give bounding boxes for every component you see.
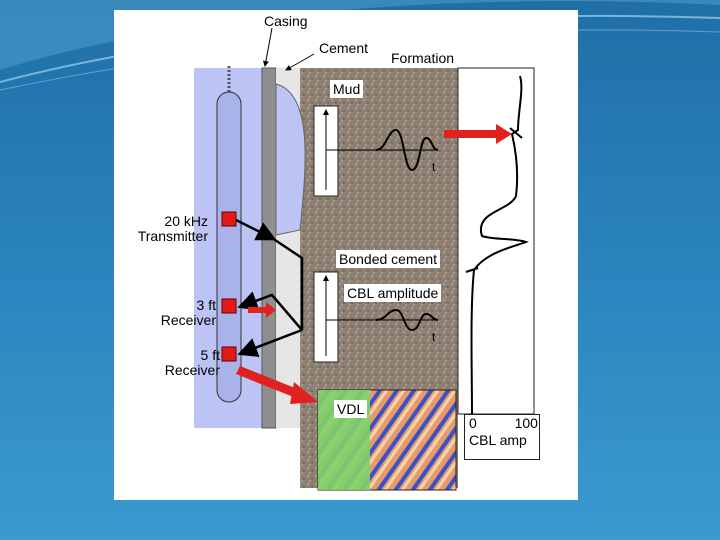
logging-tool — [216, 91, 242, 403]
cbl-tick-lower — [465, 267, 479, 273]
vdl-label: VDL — [334, 400, 368, 418]
cbl-tick-upper — [509, 127, 523, 139]
cbl-amplitude-label: CBL amplitude — [344, 284, 442, 302]
receiver-5ft-name: Receiver — [164, 362, 220, 378]
mud-channel — [275, 83, 306, 236]
transmitter-frequency: 20 kHz — [164, 213, 208, 229]
diagram-panel: Casing Cement Formation 20 kHz Transmitt… — [114, 10, 578, 500]
ray-path-transmitter — [235, 218, 277, 241]
ray-path-3ft — [237, 291, 303, 331]
cbl-scale-range: 0 100 — [465, 415, 539, 432]
cbl-waveform — [375, 308, 439, 332]
mud-waveform — [375, 128, 439, 172]
mud-time-axis-label: t — [432, 160, 436, 174]
cement-bond-log-diagram — [194, 27, 535, 491]
receiver-3ft-distance: 3 ft — [196, 297, 216, 313]
receiver-5ft-label: 5 ft Receiver — [148, 348, 220, 378]
receiver-3ft-name: Receiver — [160, 312, 216, 328]
cbl-amplitude-curve — [470, 75, 529, 415]
casing-wall — [261, 67, 277, 429]
red-arrow-3ft — [248, 302, 276, 318]
red-arrow-5ft — [236, 366, 318, 404]
formation-label: Formation — [391, 50, 455, 66]
ray-path-5ft — [237, 328, 303, 357]
red-arrow-mud — [444, 124, 512, 144]
ray-path-casing — [271, 236, 304, 330]
transmitter-transducer — [221, 211, 237, 227]
transmitter-label: 20 kHz Transmitter — [128, 214, 208, 244]
cement-pointer — [285, 53, 315, 71]
cbl-scale-title: CBL amp — [469, 432, 527, 448]
receiver-5ft-transducer — [221, 346, 237, 362]
cement-label: Cement — [319, 40, 369, 56]
receiver-3ft-label: 3 ft Receiver — [144, 298, 216, 328]
casing-pointer — [262, 27, 273, 67]
receiver-5ft-distance: 5 ft — [200, 347, 220, 363]
cbl-scale-max: 100 — [514, 415, 538, 431]
receiver-3ft-transducer — [221, 298, 237, 314]
cbl-scale-legend: 0 100 CBL amp — [464, 414, 540, 460]
mud-label: Mud — [330, 80, 364, 98]
transmitter-name: Transmitter — [137, 228, 208, 244]
bonded-cement-label: Bonded cement — [336, 250, 441, 268]
cbl-scale-min: 0 — [469, 415, 477, 431]
casing-label: Casing — [264, 13, 308, 29]
cbl-time-axis-label: t — [432, 330, 436, 344]
